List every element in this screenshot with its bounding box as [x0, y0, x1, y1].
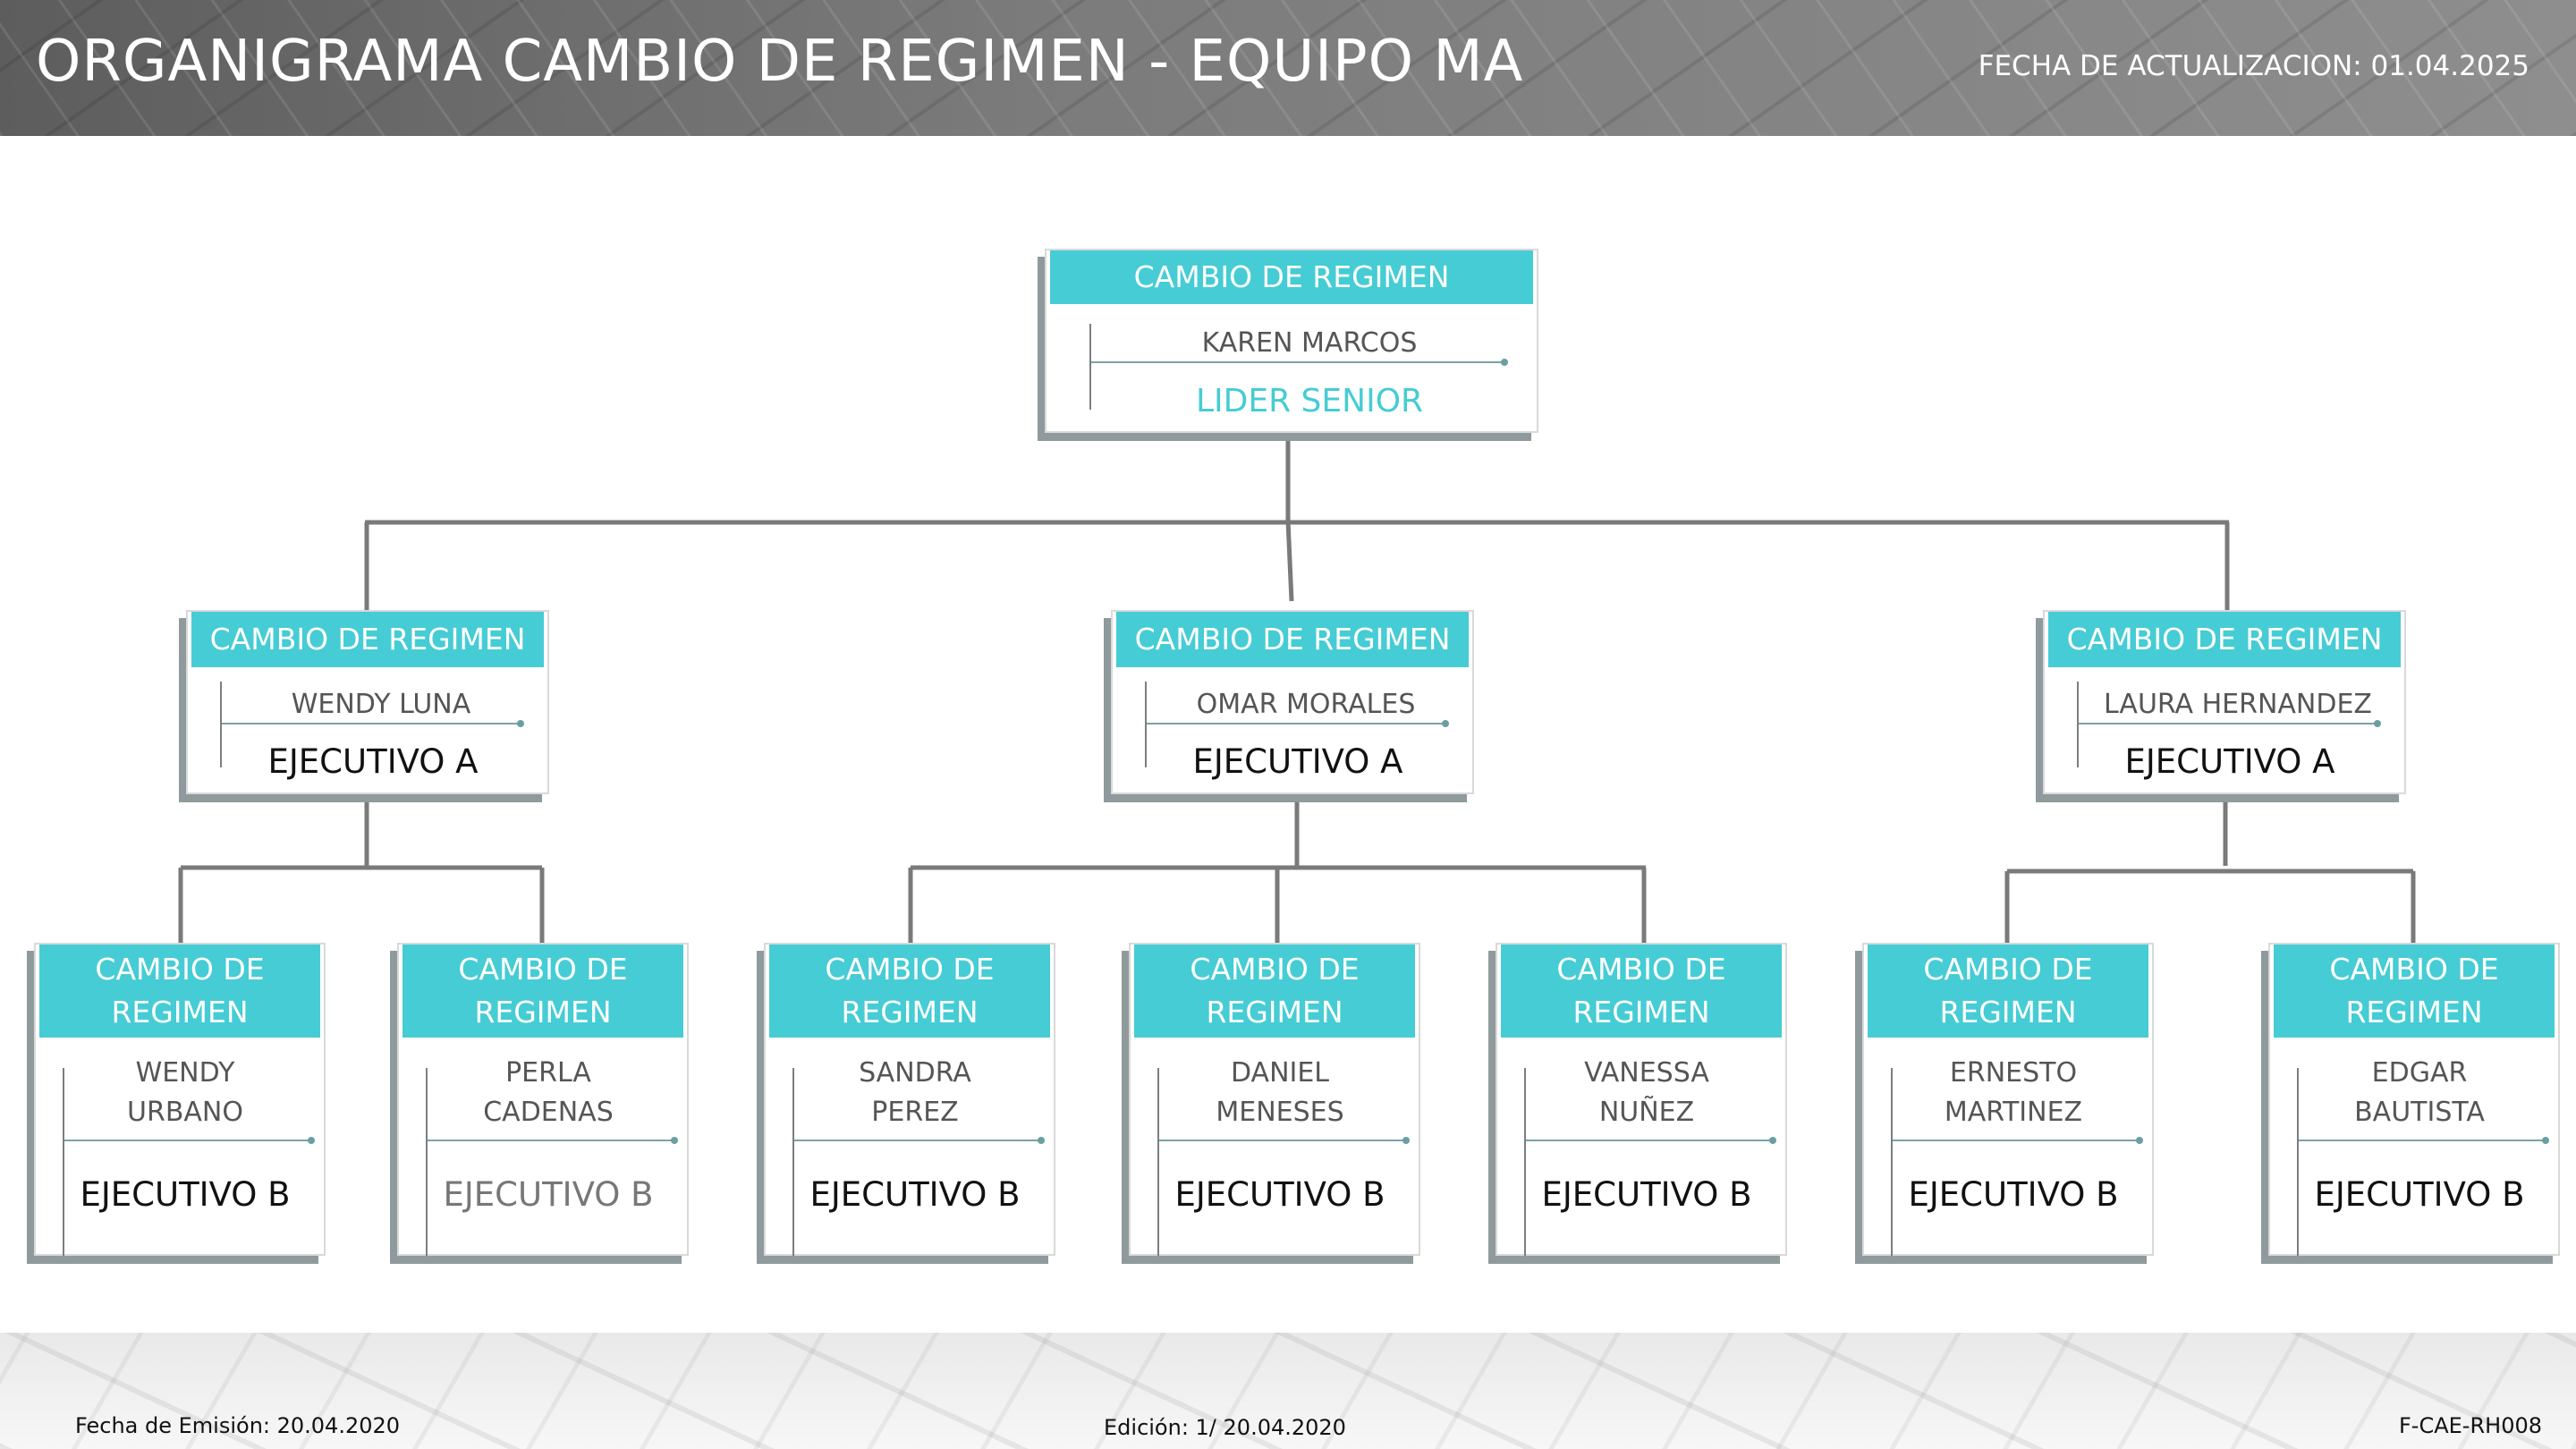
lead-card: CAMBIO DE REGIMEN WENDY LUNA EJECUTIVO A	[186, 610, 549, 794]
card-divider-horizontal	[1147, 723, 1445, 724]
divider-end-dot	[1402, 1137, 1410, 1144]
job-title: EJECUTIVO B	[1174, 1175, 1385, 1214]
member-card: CAMBIO DE REGIMEN PERLA CADENAS EJECUTIVO …	[397, 943, 689, 1256]
lead-card: CAMBIO DE REGIMEN LAURA HERNANDEZ EJECUTIV…	[2043, 610, 2406, 794]
divider-end-dot	[1442, 720, 1449, 727]
member-card: CAMBIO DE REGIMEN DANIEL MENESES EJECUTIVO…	[1129, 943, 1420, 1256]
employee-name: LAURA HERNANDEZ	[2104, 689, 2372, 720]
department-label: CAMBIO DE REGIMEN	[1116, 612, 1469, 667]
card-divider-horizontal	[222, 723, 521, 724]
card-divider-horizontal	[1526, 1140, 1773, 1141]
department-label: CAMBIO DE REGIMEN	[1868, 945, 2148, 1038]
member-card: CAMBIO DE REGIMEN SANDRA PEREZ EJECUTIVO B	[764, 943, 1055, 1256]
card-divider-vertical	[220, 682, 222, 767]
divider-end-dot	[2136, 1137, 2143, 1144]
card-divider-horizontal	[1091, 361, 1504, 363]
card-divider-vertical	[426, 1068, 428, 1256]
emission-date: Fecha de Emisión: 20.04.2020	[75, 1413, 401, 1438]
card-divider-vertical	[2297, 1068, 2299, 1256]
job-title: EJECUTIVO B	[2314, 1175, 2525, 1214]
member-card: CAMBIO DE REGIMEN ERNESTO MARTINEZ EJECUTI…	[1862, 943, 2154, 1256]
member-card: CAMBIO DE REGIMEN WENDY URBANO EJECUTIVO B	[34, 943, 326, 1256]
department-label: CAMBIO DE REGIMEN	[402, 945, 683, 1038]
divider-end-dot	[517, 720, 524, 727]
employee-name: WENDY LUNA	[291, 689, 471, 720]
job-title: EJECUTIVO A	[1192, 742, 1403, 781]
card-divider-horizontal	[2299, 1140, 2546, 1141]
card-divider-vertical	[1157, 1068, 1159, 1256]
card-divider-vertical	[1089, 324, 1091, 410]
department-label: CAMBIO DE REGIMEN	[1050, 250, 1533, 304]
department-label: CAMBIO DE REGIMEN	[2048, 612, 2401, 667]
member-card: CAMBIO DE REGIMEN EDGAR BAUTISTA EJECUTIVO…	[2268, 943, 2560, 1256]
department-label: CAMBIO DE REGIMEN	[769, 945, 1050, 1038]
employee-name: WENDY URBANO	[127, 1057, 243, 1128]
card-divider-vertical	[1145, 682, 1147, 767]
card-divider-horizontal	[64, 1140, 311, 1141]
employee-name: SANDRA PEREZ	[859, 1057, 971, 1128]
department-label: CAMBIO DE REGIMEN	[2274, 945, 2555, 1038]
update-date: FECHA DE ACTUALIZACION: 01.04.2025	[1978, 50, 2529, 82]
card-divider-horizontal	[2079, 723, 2377, 724]
member-card: CAMBIO DE REGIMEN VANESSA NUÑEZ EJECUTIVO …	[1496, 943, 1787, 1256]
job-title: EJECUTIVO B	[809, 1175, 1021, 1214]
page-title: ORGANIGRAMA CAMBIO DE REGIMEN - EQUIPO M…	[36, 29, 1524, 95]
divider-end-dot	[671, 1137, 678, 1144]
job-title: EJECUTIVO B	[80, 1175, 291, 1214]
job-title: EJECUTIVO B	[443, 1175, 654, 1214]
divider-end-dot	[1038, 1137, 1045, 1144]
job-title: LIDER SENIOR	[1195, 383, 1424, 419]
department-label: CAMBIO DE REGIMEN	[39, 945, 320, 1038]
job-title: EJECUTIVO B	[1908, 1175, 2119, 1214]
card-divider-vertical	[63, 1068, 64, 1256]
employee-name: KAREN MARCOS	[1201, 327, 1418, 359]
department-label: CAMBIO DE REGIMEN	[191, 612, 544, 667]
department-label: CAMBIO DE REGIMEN	[1134, 945, 1415, 1038]
top-card: CAMBIO DE REGIMEN KAREN MARCOS LIDER SENIO…	[1045, 249, 1538, 433]
employee-name: VANESSA NUÑEZ	[1584, 1057, 1709, 1128]
divider-end-dot	[2542, 1137, 2549, 1144]
page-header: ORGANIGRAMA CAMBIO DE REGIMEN - EQUIPO M…	[0, 0, 2576, 136]
employee-name: OMAR MORALES	[1196, 689, 1416, 720]
card-divider-horizontal	[428, 1140, 674, 1141]
card-divider-vertical	[1524, 1068, 1526, 1256]
card-divider-vertical	[792, 1068, 794, 1256]
divider-end-dot	[2374, 720, 2381, 727]
employee-name: ERNESTO MARTINEZ	[1944, 1057, 2083, 1128]
card-divider-horizontal	[794, 1140, 1041, 1141]
employee-name: EDGAR BAUTISTA	[2354, 1057, 2485, 1128]
divider-end-dot	[1769, 1137, 1776, 1144]
employee-name: PERLA CADENAS	[483, 1057, 614, 1128]
job-title: EJECUTIVO A	[2124, 742, 2335, 781]
department-label: CAMBIO DE REGIMEN	[1501, 945, 1782, 1038]
card-divider-horizontal	[1159, 1140, 1406, 1141]
job-title: EJECUTIVO A	[267, 742, 479, 781]
document-code: F-CAE-RH008	[2399, 1413, 2542, 1438]
connector-top-to-center	[1285, 520, 1294, 602]
job-title: EJECUTIVO B	[1541, 1175, 1752, 1214]
card-divider-horizontal	[1893, 1140, 2140, 1141]
divider-end-dot	[1501, 359, 1508, 366]
employee-name: DANIEL MENESES	[1216, 1057, 1344, 1128]
lead-card: CAMBIO DE REGIMEN OMAR MORALES EJECUTIVO A	[1111, 610, 1474, 794]
page-footer	[0, 1333, 2576, 1449]
edition-info: Edición: 1/ 20.04.2020	[1104, 1415, 1346, 1440]
divider-end-dot	[308, 1137, 315, 1144]
card-divider-vertical	[2077, 682, 2079, 767]
card-divider-vertical	[1891, 1068, 1893, 1256]
